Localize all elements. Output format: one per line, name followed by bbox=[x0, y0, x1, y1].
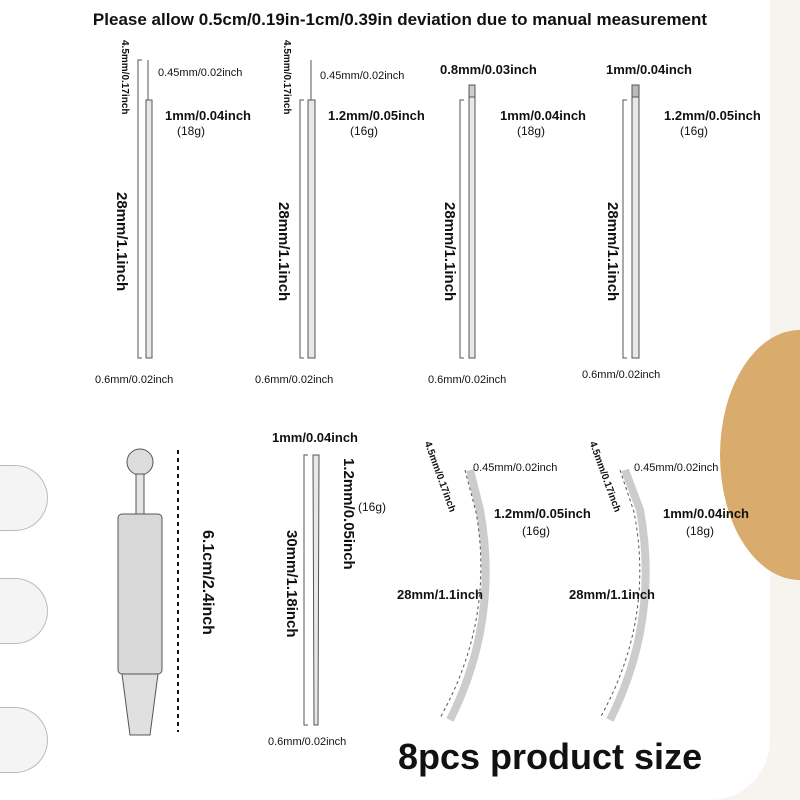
curved1-tip: 0.45mm/0.02inch bbox=[473, 462, 558, 474]
curved2-gauge: (18g) bbox=[686, 524, 715, 538]
pin2-gauge: (16g) bbox=[350, 124, 379, 138]
pin2-tip-length: 4.5mm/0.17inch bbox=[281, 40, 292, 115]
deviation-note: Please allow 0.5cm/0.19in-1cm/0.39in dev… bbox=[92, 10, 708, 29]
pin2-end: 0.6mm/0.02inch bbox=[255, 374, 334, 386]
pin3-length: 28mm/1.1inch bbox=[441, 202, 458, 302]
pin4-length: 28mm/1.1inch bbox=[604, 202, 621, 302]
pin4-gauge: (16g) bbox=[680, 124, 709, 138]
curved-pin-2 bbox=[606, 468, 650, 722]
taper-end: 0.6mm/0.02inch bbox=[268, 736, 347, 748]
curved2-tip: 0.45mm/0.02inch bbox=[634, 462, 719, 474]
curved2-length: 28mm/1.1inch bbox=[569, 587, 655, 602]
pin4-diameter: 1.2mm/0.05inch bbox=[664, 108, 761, 123]
pin2-diameter: 1.2mm/0.05inch bbox=[328, 108, 425, 123]
curved-pin-1 bbox=[446, 469, 490, 722]
pin1-length: 28mm/1.1inch bbox=[113, 192, 130, 292]
taper-gauge: (16g) bbox=[358, 500, 387, 514]
product-size-caption: 8pcs product size bbox=[398, 736, 703, 777]
taper-pin bbox=[303, 454, 320, 726]
pin1-end: 0.6mm/0.02inch bbox=[95, 374, 174, 386]
taper-diameter: 1.2mm/0.05inch bbox=[340, 458, 357, 570]
pin3-end: 0.6mm/0.02inch bbox=[428, 374, 507, 386]
curved1-length: 28mm/1.1inch bbox=[397, 587, 483, 602]
pin1-tip: 0.45mm/0.02inch bbox=[158, 67, 243, 79]
pin2-tip: 0.45mm/0.02inch bbox=[320, 70, 405, 82]
pin4-end: 0.6mm/0.02inch bbox=[582, 369, 661, 381]
pin-2 bbox=[299, 60, 316, 359]
pin-vise-tool bbox=[117, 448, 179, 736]
curved2-diameter: 1mm/0.04inch bbox=[663, 506, 749, 521]
pin-3 bbox=[459, 84, 476, 359]
taper-top: 1mm/0.04inch bbox=[272, 430, 358, 445]
pin1-diameter: 1mm/0.04inch bbox=[165, 108, 251, 123]
pin1-gauge: (18g) bbox=[177, 124, 206, 138]
curved1-gauge: (16g) bbox=[522, 524, 551, 538]
pin4-tip: 1mm/0.04inch bbox=[606, 62, 692, 77]
curved1-diameter: 1.2mm/0.05inch bbox=[494, 506, 591, 521]
pin3-diameter: 1mm/0.04inch bbox=[500, 108, 586, 123]
pin-4 bbox=[622, 84, 640, 359]
pin-1 bbox=[137, 59, 153, 359]
pin3-gauge: (18g) bbox=[517, 124, 546, 138]
pin1-tip-length: 4.5mm/0.17inch bbox=[119, 40, 130, 115]
pin2-length: 28mm/1.1inch bbox=[275, 202, 292, 302]
tool-length: 6.1cm/2.4inch bbox=[199, 530, 216, 635]
pin3-tip: 0.8mm/0.03inch bbox=[440, 62, 537, 77]
taper-length: 30mm/1.18inch bbox=[283, 530, 300, 638]
